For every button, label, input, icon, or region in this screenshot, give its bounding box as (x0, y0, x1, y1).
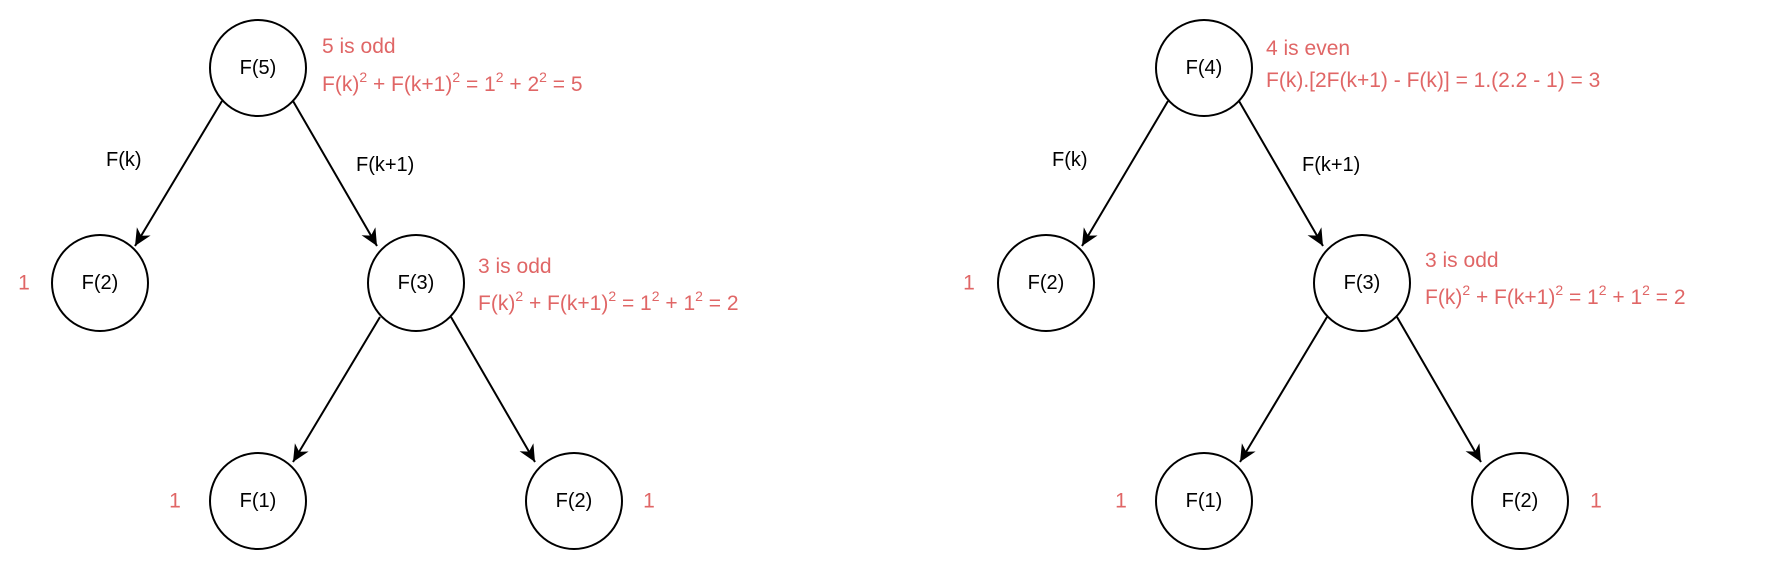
tree1-mid-note: 3 is odd F(k)2 + F(k+1)2 = 12 + 12 = 2 (478, 255, 739, 315)
formula-exponent: 2 (1642, 282, 1650, 298)
formula-note: F(k)2 + F(k+1)2 = 12 + 22 = 5 (322, 69, 583, 96)
tree1-value-mid-right: 1 (643, 490, 655, 513)
formula-exponent: 2 (359, 69, 367, 85)
formula-exponent: 2 (539, 69, 547, 85)
node-label: F(2) (82, 272, 119, 294)
tree2-root-note: 4 is even F(k).[2F(k+1) - F(k)] = 1.(2.2… (1266, 37, 1600, 92)
tree2-mid-note: 3 is odd F(k)2 + F(k+1)2 = 12 + 12 = 2 (1425, 249, 1686, 309)
tree2-node-mid-left: F(1) (1155, 452, 1253, 550)
edge-mid-right (1396, 316, 1482, 463)
parity-note: 3 is odd (1425, 249, 1499, 272)
formula-part: + 1 (660, 292, 696, 315)
edge-label-fk: F(k) (106, 149, 142, 171)
node-label: F(2) (556, 490, 593, 512)
formula-part: = 5 (547, 73, 583, 96)
node-label: F(3) (398, 272, 435, 294)
formula-note: F(k).[2F(k+1) - F(k)] = 1.(2.2 - 1) = 3 (1266, 69, 1600, 92)
tree1-root-note: 5 is odd F(k)2 + F(k+1)2 = 12 + 22 = 5 (322, 35, 583, 96)
edge-root-left (1081, 100, 1169, 247)
node-label: F(1) (1186, 490, 1223, 512)
node-label: F(2) (1028, 272, 1065, 294)
formula-exponent: 2 (452, 69, 460, 85)
formula-note: F(k)2 + F(k+1)2 = 12 + 12 = 2 (478, 288, 739, 315)
formula-exponent: 2 (652, 288, 660, 304)
formula-part: + F(k+1) (523, 292, 608, 315)
formula-exponent: 2 (1462, 282, 1470, 298)
formula-part: + 2 (504, 73, 540, 96)
edge-mid-left (1239, 316, 1328, 463)
parity-note: 4 is even (1266, 37, 1350, 60)
tree2-node-mid: F(3) (1313, 234, 1411, 332)
edge-root-mid (292, 100, 378, 247)
formula-exponent: 2 (1555, 282, 1563, 298)
tree2-node-left: F(2) (997, 234, 1095, 332)
formula-exponent: 2 (695, 288, 703, 304)
tree-2: F(k) F(k+1) F(4) F(2) F(3) F(1) F(2) 1 1… (963, 19, 1686, 550)
edge-label-fk1: F(k+1) (356, 154, 414, 176)
formula-part: + 1 (1607, 286, 1643, 309)
formula-exponent: 2 (1599, 282, 1607, 298)
edge-mid-right (450, 316, 536, 463)
tree1-node-mid: F(3) (367, 234, 465, 332)
formula-part: = 1 (616, 292, 652, 315)
formula-part: = 2 (703, 292, 739, 315)
tree2-node-mid-right: F(2) (1471, 452, 1569, 550)
node-label: F(2) (1502, 490, 1539, 512)
tree1-value-mid-left: 1 (169, 490, 181, 513)
formula-exponent: 2 (608, 288, 616, 304)
node-label: F(1) (240, 490, 277, 512)
tree2-value-mid-right: 1 (1590, 490, 1602, 513)
formula-part: + F(k+1) (367, 73, 452, 96)
tree2-node-root: F(4) (1155, 19, 1253, 117)
formula-part: = 1 (1563, 286, 1599, 309)
parity-note: 5 is odd (322, 35, 396, 58)
formula-note: F(k)2 + F(k+1)2 = 12 + 12 = 2 (1425, 282, 1686, 309)
formula-part: F(k) (478, 292, 515, 315)
edge-root-mid (1238, 100, 1324, 247)
tree-1: F(k) F(k+1) F(5) F(2) F(3) F(1) F(2) 1 1… (18, 19, 739, 550)
edge-label-fk: F(k) (1052, 149, 1088, 171)
edge-label-fk1: F(k+1) (1302, 154, 1360, 176)
formula-exponent: 2 (496, 69, 504, 85)
node-label: F(4) (1186, 57, 1223, 79)
formula-exponent: 2 (515, 288, 523, 304)
formula-part: = 1 (460, 73, 496, 96)
edge-mid-left (292, 316, 381, 463)
formula-part: F(k) (322, 73, 359, 96)
node-label: F(5) (240, 57, 277, 79)
tree1-node-left: F(2) (51, 234, 149, 332)
formula-part: + F(k+1) (1470, 286, 1555, 309)
tree2-value-left: 1 (963, 272, 975, 295)
tree1-node-mid-right: F(2) (525, 452, 623, 550)
tree1-value-left: 1 (18, 272, 30, 295)
tree1-node-root: F(5) (209, 19, 307, 117)
formula-part: = 2 (1650, 286, 1686, 309)
node-label: F(3) (1344, 272, 1381, 294)
formula-part: F(k) (1425, 286, 1462, 309)
edge-root-left (134, 100, 223, 247)
parity-note: 3 is odd (478, 255, 552, 278)
tree2-value-mid-left: 1 (1115, 490, 1127, 513)
tree1-node-mid-left: F(1) (209, 452, 307, 550)
